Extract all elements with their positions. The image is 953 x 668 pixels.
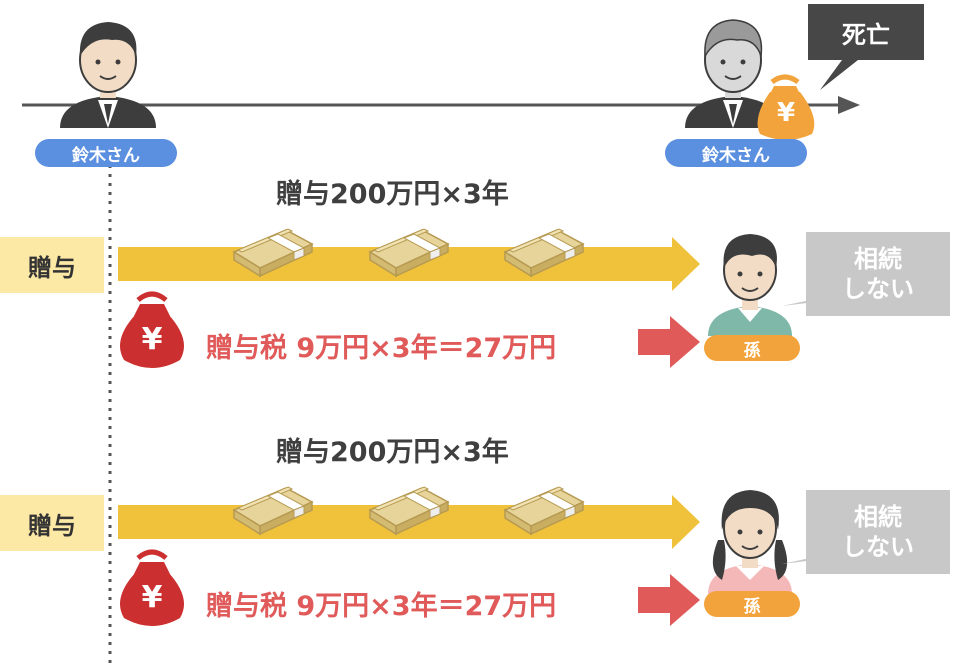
inheritance-note-box-row1: 相続 しない [806,232,950,316]
grandfather-name-right: 鈴木さん [702,145,770,166]
recipient-pill-row2: 孫 [704,591,800,617]
tax-arrow-row2 [638,574,700,626]
grandfather-name-left: 鈴木さん [72,145,140,166]
granddaughter-icon [708,490,792,594]
recipient-label-row2: 孫 [743,596,761,617]
gift-tax-text-row2: 贈与税 9万円×3年＝27万円 [206,591,557,622]
tax-bag-yen-symbol-row1: ¥ [141,322,163,357]
recipient-pill-row1: 孫 [704,335,800,361]
grandfather-name-pill-right: 鈴木さん [665,139,807,167]
gift-row-label-text-row1: 贈与 [28,253,76,282]
inheritance-note-box-row2: 相続 しない [806,490,950,574]
gift-row-label-row1: 贈与 [0,237,104,293]
gift-amount-text-row2: 贈与200万円×3年 [276,437,509,468]
grandfather-icon-left [60,22,156,128]
timeline-arrowhead [838,96,860,114]
tax-bag-yen-symbol-row2: ¥ [141,580,163,615]
grandfather-name-pill-left: 鈴木さん [35,139,177,167]
recipient-label-row1: 孫 [743,340,761,361]
inheritance-note-line1-row1: 相続 [854,245,902,273]
estate-bag-yen-symbol: ¥ [776,98,796,128]
grandson-icon [708,234,792,336]
gift-row-label-row2: 贈与 [0,495,104,551]
inheritance-note-line1-row2: 相続 [854,503,902,531]
death-label: 死亡 [842,20,890,49]
gift-row-label-text-row2: 贈与 [28,511,76,540]
grandfather-icon-right [685,19,781,128]
gift-tax-text-row1: 贈与税 9万円×3年＝27万円 [206,333,557,364]
tax-arrow-row1 [638,316,700,368]
gift-amount-text-row1: 贈与200万円×3年 [276,179,509,210]
tax-money-bag-icon-row2 [120,549,184,626]
death-bubble-tail [820,60,858,90]
death-label-box: 死亡 [808,4,924,60]
inheritance-note-line2-row2: しない [842,533,914,561]
tax-money-bag-icon-row1 [120,291,184,368]
estate-money-bag-icon [757,74,815,140]
inheritance-note-line2-row1: しない [842,275,914,303]
